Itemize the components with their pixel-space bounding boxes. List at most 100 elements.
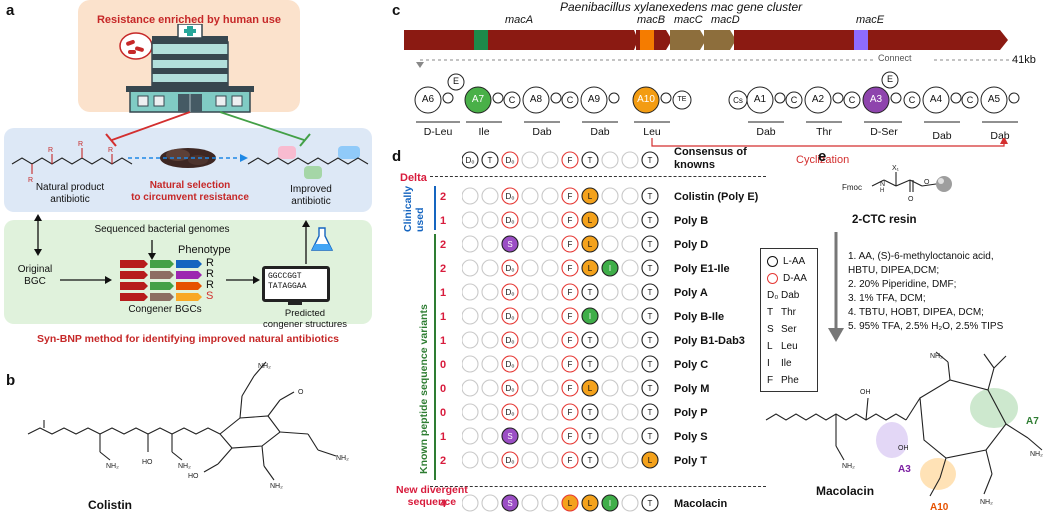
residue-letter: D₀: [505, 336, 514, 345]
residue-circle: [501, 211, 519, 229]
residue-letter: T: [648, 499, 653, 508]
residue-circle: [521, 187, 539, 205]
residue-circle: [501, 151, 519, 169]
residue-circle: [641, 331, 659, 349]
residue-circle: [561, 403, 579, 421]
residue-circle: [621, 235, 639, 253]
residue-circle: [521, 259, 539, 277]
legend-symbol-ile: I: [767, 358, 770, 369]
residue-circle: [481, 283, 499, 301]
resin-structure: Fmoc H N X₁ O O: [842, 165, 952, 203]
phenotype-mark-4: S: [206, 290, 214, 302]
residue-letter: F: [568, 312, 573, 321]
residue-circle: [481, 427, 499, 445]
soil-illustration: [128, 148, 248, 168]
delta-label: Delta: [400, 172, 427, 184]
residue-circle: [581, 379, 599, 397]
svg-text:NH₂: NH₂: [336, 455, 349, 462]
panel-d-label: d: [392, 148, 402, 165]
residue-circle: [641, 355, 659, 373]
computer-monitor: [262, 266, 330, 302]
residue-circle: [621, 259, 639, 277]
residue-letter: F: [568, 156, 573, 165]
residue-circle: [501, 307, 519, 325]
residue-letter: S: [507, 499, 512, 508]
legend-symbol-thr: T: [767, 307, 774, 318]
residue-letter: T: [588, 288, 593, 297]
macolacin-structure: NH₂ OH NH₂ NH₂ NH₂ OH: [765, 351, 1043, 506]
domain-c-5: C: [908, 95, 916, 105]
panel-b-label: b: [6, 372, 16, 389]
svg-text:R: R: [108, 147, 113, 154]
residue-circle: [581, 331, 599, 349]
residue-letter: D₀: [465, 156, 474, 165]
svg-text:H: H: [880, 188, 884, 194]
residue-letter: D₀: [505, 384, 514, 393]
screen-line-2: TATAGGAA: [268, 282, 307, 291]
clinically-used-bar: [434, 186, 436, 230]
cluster-length: 41kb: [1012, 54, 1036, 66]
phenotype-mark-1: R: [206, 257, 214, 269]
residue-circle: [641, 403, 659, 421]
reagent-step-6: 5. 95% TFA, 2.5% H₂O, 2.5% TIPS: [848, 321, 1004, 332]
inhibition-arrows: [105, 111, 311, 147]
legend-l-aa: L-AA: [767, 253, 817, 270]
residue-letter: L: [588, 264, 593, 273]
svg-text:NH₂: NH₂: [258, 363, 271, 370]
svg-text:O: O: [908, 196, 914, 203]
reagent-steps: 1. AA, (S)-6-methyloctanoic acid, HBTU, …: [848, 250, 1048, 334]
residue-6: Dab: [756, 126, 776, 138]
residue-letter: D₀: [505, 192, 514, 201]
resin-label: 2-CTC resin: [852, 214, 917, 226]
residue-circle: [641, 283, 659, 301]
residue-circle: [521, 427, 539, 445]
residue-circle: [481, 211, 499, 229]
residue-letter: F: [568, 288, 573, 297]
residue-circle: [501, 355, 519, 373]
panel-c-label: c: [392, 2, 401, 19]
residue-letter: T: [648, 360, 653, 369]
residue-letter: D₀: [505, 312, 514, 321]
residue-circle: [521, 211, 539, 229]
consensus-label: Consensus of knowns: [674, 146, 747, 171]
svg-text:NH₂: NH₂: [178, 463, 191, 470]
residue-circle: [581, 283, 599, 301]
row-name-10: Poly P: [674, 407, 708, 419]
residue-letter: F: [568, 240, 573, 249]
gene-macB: macB: [637, 14, 666, 26]
domain-e-2: E: [886, 74, 893, 84]
residue-7: Thr: [816, 126, 832, 138]
residue-circle: [521, 307, 539, 325]
residue-circle: [462, 379, 479, 397]
known-variants-label: Known peptide sequence variants: [418, 304, 430, 474]
svg-text:NH₂: NH₂: [980, 499, 993, 506]
residue-circle: [641, 307, 659, 325]
residue-letter: T: [648, 288, 653, 297]
residue-circle: [462, 494, 479, 512]
clinically-used-label: Clinically used: [402, 185, 426, 232]
predicted-label: Predicted congener structures: [263, 308, 347, 330]
hospital-illustration: [119, 24, 254, 113]
residue-circle: [481, 451, 499, 469]
legend-symbol-phe: F: [767, 375, 774, 386]
residue-letter: T: [588, 360, 593, 369]
legend-symbol-ser: S: [767, 324, 774, 335]
consensus-divider: [430, 176, 766, 177]
residue-circle: [561, 307, 579, 325]
svg-text:R: R: [28, 177, 33, 184]
residue-circle: [621, 427, 639, 445]
residue-4: Dab: [590, 126, 610, 138]
gene-macD: macD: [711, 14, 740, 26]
svg-text:X₁: X₁: [892, 165, 900, 172]
residue-circle: [601, 259, 619, 277]
residue-circle: [601, 403, 619, 421]
residue-circle: [501, 403, 519, 421]
domain-c-1: C: [508, 95, 516, 105]
colistin-label: Colistin: [88, 498, 132, 512]
residue-circle: [501, 331, 519, 349]
svg-text:NH₂: NH₂: [930, 353, 943, 360]
row-name-8: Poly C: [674, 359, 709, 371]
macolacin-name: Macolacin: [674, 498, 728, 510]
